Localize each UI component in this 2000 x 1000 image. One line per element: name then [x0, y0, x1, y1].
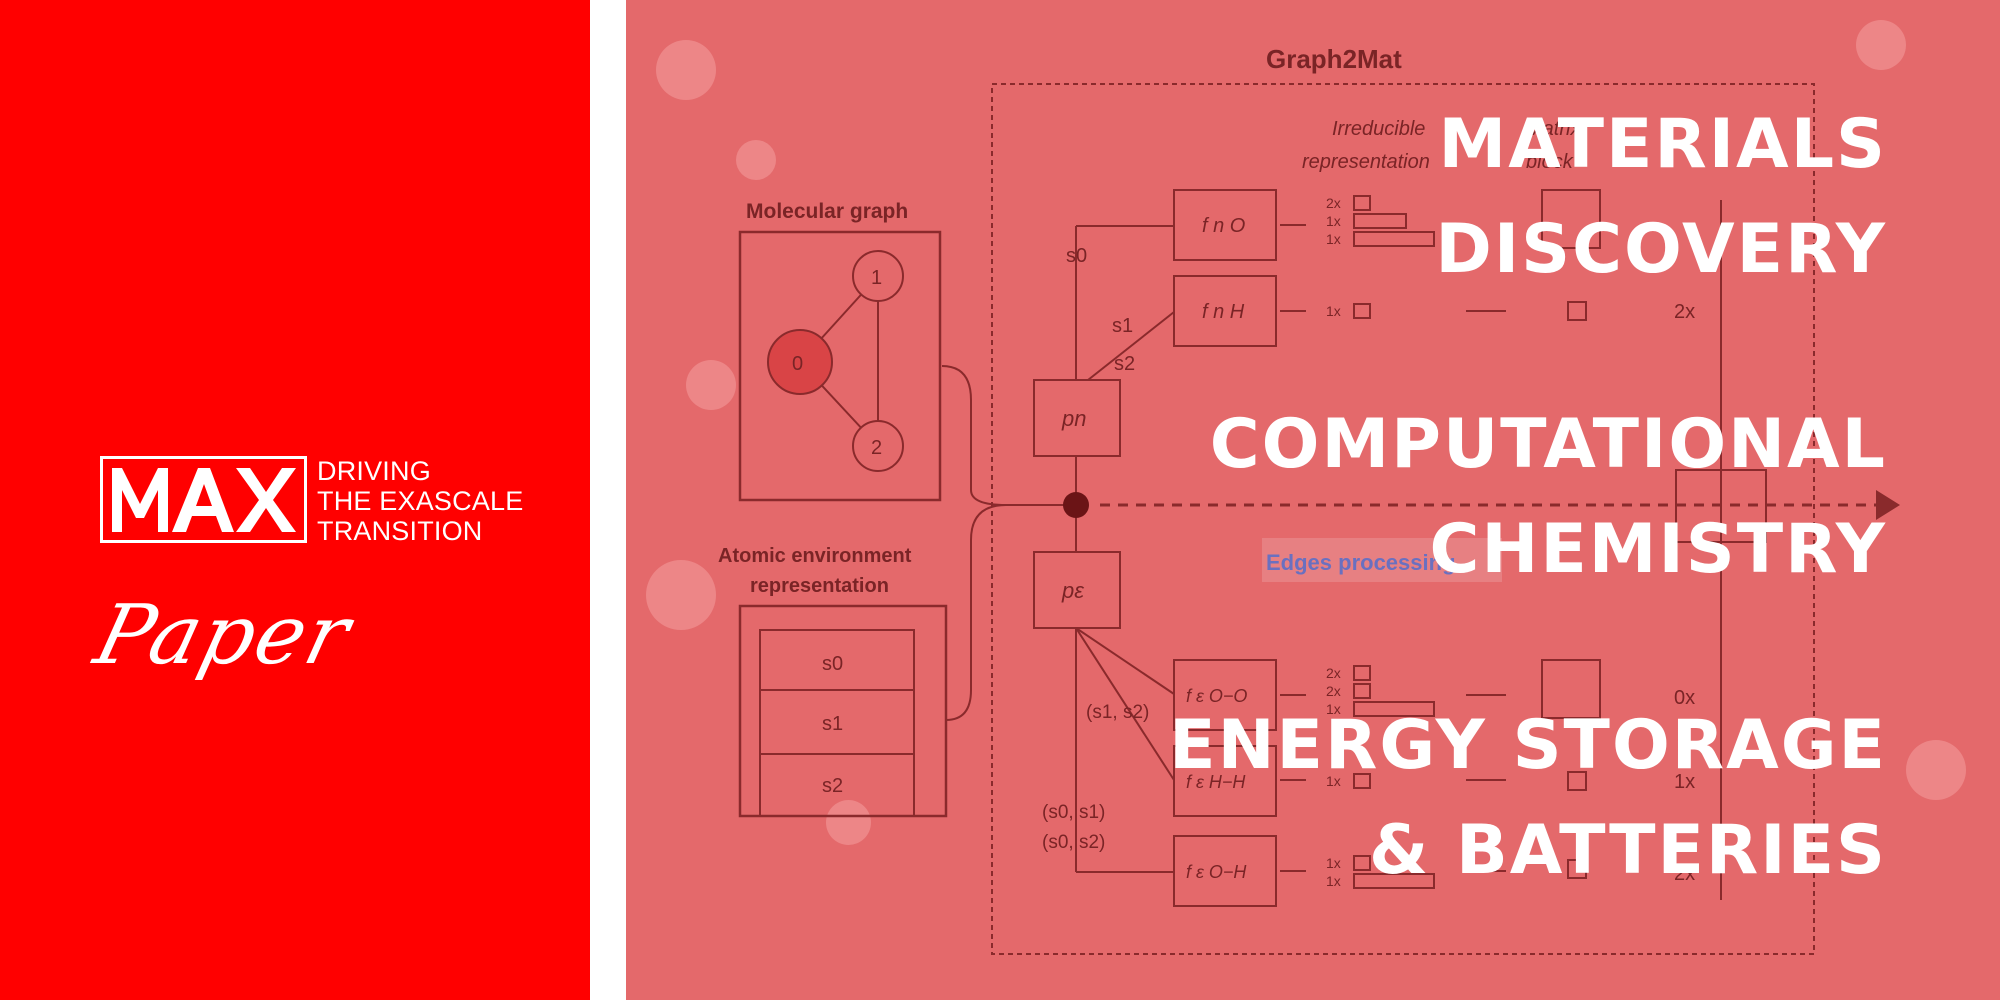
headline-materials-discovery: MATERIALS DISCOVERY: [1435, 92, 1887, 302]
mult-left: 1x: [1326, 303, 1341, 319]
headline-line: & BATTERIES: [1368, 811, 1887, 890]
env-row-s2: s2: [822, 775, 843, 797]
bokeh-light: [646, 560, 716, 630]
matrix-label-1: Matrix: [1526, 118, 1581, 140]
edges-processing-label: Edges processing: [1266, 550, 1456, 575]
paper-label: Paper: [86, 588, 361, 683]
bokeh-light: [686, 360, 736, 410]
panel-divider: [590, 0, 626, 1000]
diagram-panel: Graph2Mat Irreducible representation Mat…: [626, 0, 2000, 1000]
graph-node-2: [852, 420, 904, 472]
mult-left: 1x: [1326, 231, 1341, 247]
matrix-label-2: block: [1526, 151, 1574, 173]
pe-label: pε: [1061, 578, 1084, 603]
headline-energy-storage: ENERGY STORAGE & BATTERIES: [1169, 693, 1887, 903]
headline-line: COMPUTATIONAL: [1209, 405, 1887, 484]
node-label-1: 1: [871, 267, 882, 289]
atomic-env-label-1: Atomic environment: [718, 545, 912, 567]
bokeh-light: [826, 800, 871, 845]
s2-label: s2: [1114, 353, 1135, 375]
atomic-env-label-2: representation: [750, 575, 889, 597]
headline-line: DISCOVERY: [1435, 210, 1887, 289]
mult-left: 2x: [1326, 665, 1341, 681]
s1-label: s1: [1112, 315, 1133, 337]
mult-left: 1x: [1326, 873, 1341, 889]
mult-right: 2x: [1674, 863, 1695, 885]
molecular-graph-box: [738, 230, 942, 502]
junction-dot: [1063, 492, 1089, 518]
edge-pair-s1-s2: (s1, s2): [1086, 702, 1149, 723]
headline-line: CHEMISTRY: [1429, 510, 1887, 589]
output-arrowhead: [1876, 490, 1900, 520]
mult-left: 2x: [1326, 683, 1341, 699]
pn-label: pn: [1061, 406, 1086, 431]
mult-right: 2x: [1674, 301, 1695, 323]
headline-computational-chemistry: COMPUTATIONAL CHEMISTRY: [1210, 392, 1887, 602]
edge-func-hh: f ε H−H: [1186, 772, 1246, 792]
headline-line: MATERIALS: [1438, 105, 1887, 184]
tagline-line-1: DRIVING: [317, 456, 431, 486]
edge-pair-s0-s2: (s0, s2): [1042, 832, 1105, 853]
irreducible-label-1: Irreducible: [1332, 118, 1425, 140]
irreducible-label-2: representation: [1302, 151, 1430, 173]
graph-node-0: [767, 329, 833, 395]
bokeh-light: [736, 140, 776, 180]
tagline-line-2: THE EXASCALE: [317, 486, 524, 516]
mult-right: 0x: [1674, 687, 1695, 709]
env-row-s1: s1: [822, 713, 843, 735]
env-row-s0: s0: [822, 653, 843, 675]
headline-line: ENERGY STORAGE: [1169, 706, 1887, 785]
diagram-title: Graph2Mat: [1266, 44, 1402, 74]
node-label-0: 0: [792, 353, 803, 375]
bokeh-light: [656, 40, 716, 100]
bokeh-light: [1906, 740, 1966, 800]
s0-label: s0: [1066, 245, 1087, 267]
node-func-o: f n O: [1202, 215, 1245, 237]
mult-left: 1x: [1326, 701, 1341, 717]
max-logo-mark: [100, 456, 307, 543]
node-label-2: 2: [871, 437, 882, 459]
max-logo: DRIVING THE EXASCALE TRANSITION: [100, 456, 523, 546]
mult-left: 1x: [1326, 855, 1341, 871]
mult-left: 2x: [1326, 195, 1341, 211]
brand-panel: DRIVING THE EXASCALE TRANSITION Paper: [0, 0, 590, 1000]
graph2mat-diagram: Graph2Mat Irreducible representation Mat…: [718, 44, 1900, 955]
graph-node-1: [852, 250, 904, 302]
mult-left: 1x: [1326, 773, 1341, 789]
edge-func-oo: f ε O−O: [1186, 686, 1247, 706]
mult-left: 1x: [1326, 213, 1341, 229]
bokeh-light: [1856, 20, 1906, 70]
node-func-h: f n H: [1202, 301, 1245, 323]
tagline: DRIVING THE EXASCALE TRANSITION: [317, 456, 523, 546]
edge-pair-s0-s1: (s0, s1): [1042, 802, 1105, 823]
tagline-line-3: TRANSITION: [317, 516, 483, 546]
edge-func-oh: f ε O−H: [1186, 862, 1247, 882]
mult-right: 1x: [1674, 771, 1695, 793]
molecular-graph-label: Molecular graph: [746, 200, 908, 223]
